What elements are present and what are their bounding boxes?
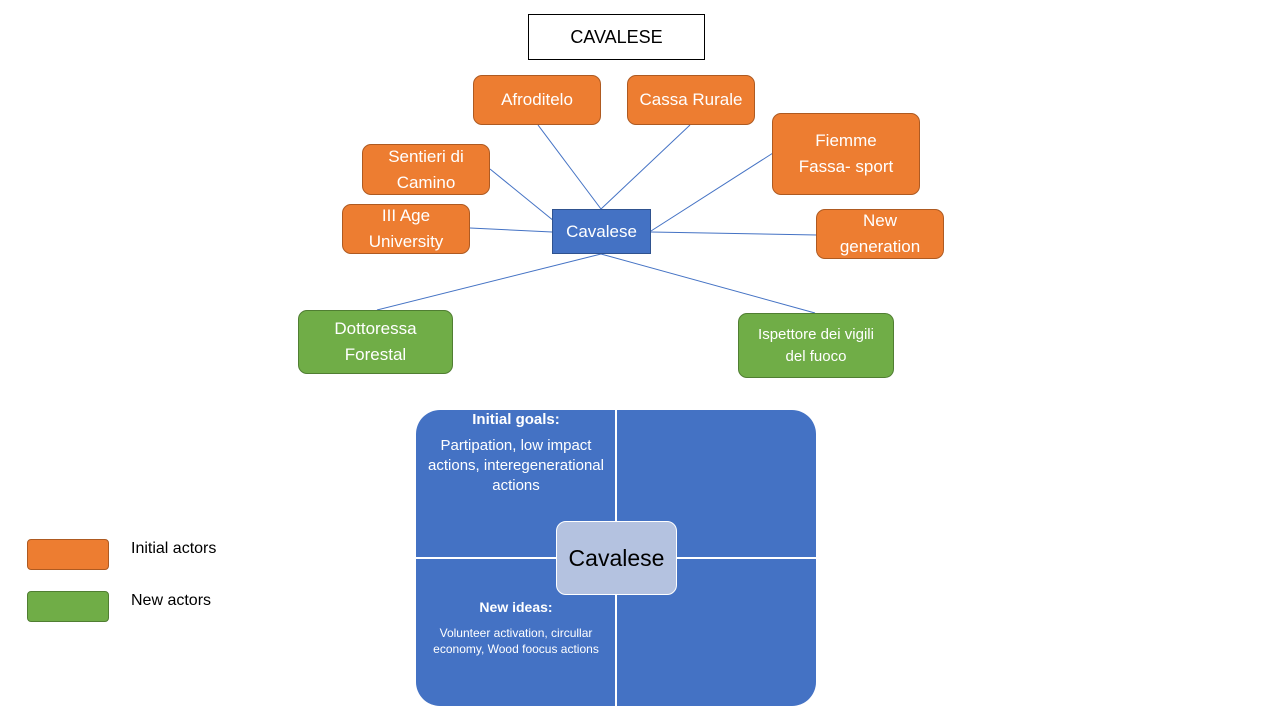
actor-ispettore-vigili-fuoco: Ispettore dei vigili del fuoco — [738, 313, 894, 378]
connector-dottoressa — [376, 253, 602, 311]
actor-new-generation: New generation — [816, 209, 944, 259]
new-ideas-heading: New ideas: — [479, 599, 553, 615]
diagram-title: CAVALESE — [528, 14, 705, 60]
legend-swatch-new — [27, 591, 109, 622]
connector-afroditelo — [537, 124, 602, 210]
new-ideas-body: Volunteer activation, circullar economy,… — [433, 626, 599, 656]
actor-afroditelo: Afroditelo — [473, 75, 601, 125]
connector-new-generation — [650, 231, 818, 236]
connector-third-age — [469, 227, 553, 233]
initial-goals-body: Partipation, low impact actions, intereg… — [428, 437, 604, 494]
quadrant-initial-goals: Initial goals: Partipation, low impact a… — [418, 410, 614, 496]
quadrant-new-ideas: New ideas: Volunteer activation, circull… — [418, 599, 614, 657]
actor-fiemme-fassa-sport: Fiemme Fassa- sport — [772, 113, 920, 195]
hub-cavalese: Cavalese — [552, 209, 651, 254]
actor-cassa-rurale: Cassa Rurale — [627, 75, 755, 125]
matrix-center-cavalese: Cavalese — [556, 521, 677, 595]
legend-label-new: New actors — [131, 592, 212, 609]
legend-label-initial: Initial actors — [131, 540, 217, 557]
initial-goals-heading: Initial goals: — [472, 411, 560, 428]
actor-sentieri-di-camino: Sentieri di Camino — [362, 144, 490, 195]
actor-third-age-university: III Age University — [342, 204, 470, 254]
connector-cassa-rurale — [600, 124, 691, 210]
connector-ispettore — [600, 253, 816, 314]
connector-fiemme — [650, 152, 774, 232]
legend-swatch-initial — [27, 539, 109, 570]
actor-dottoressa-forestal: Dottoressa Forestal — [298, 310, 453, 374]
